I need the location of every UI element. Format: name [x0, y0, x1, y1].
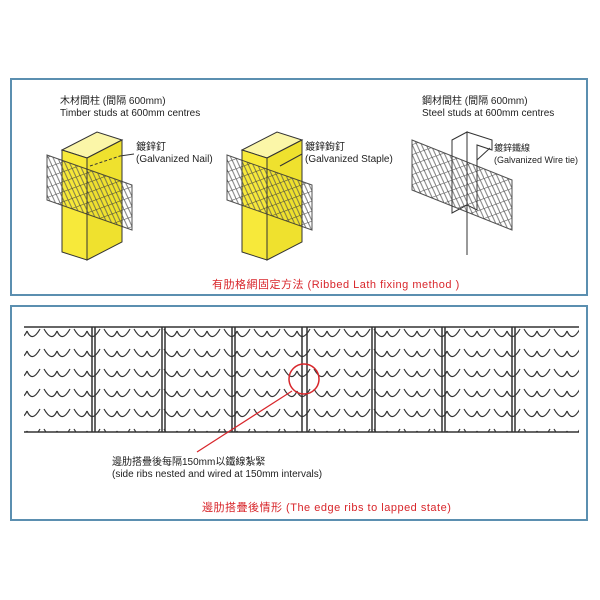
lapped-state-caption: 邊肋搭疊後情形 (The edge ribs to lapped state) — [202, 502, 452, 514]
nested-ribs-note-zh: 邊肋搭疊後每隔150mm以鐵線紮緊 — [112, 457, 266, 468]
steel-studs-label-zh: 鋼材間柱 (間隔 600mm) — [422, 96, 528, 107]
timber-nail-drawing — [46, 131, 135, 261]
lapped-ribs-illustration — [24, 326, 579, 453]
wire-label-en: (Galvanized Wire tie) — [494, 155, 579, 165]
staple-label-zh: 鍍鋅鉤釘 — [305, 142, 345, 153]
steel-studs-label-en: Steel studs at 600mm centres — [422, 108, 555, 119]
wire-label-zh: 鍍鋅鐵線 — [494, 143, 531, 153]
timber-staple-drawing — [226, 131, 313, 261]
fixing-method-panel: 木材間柱 (間隔 600mm) Timber studs at 600mm ce… — [10, 78, 588, 296]
staple-label-en: (Galvanized Staple) — [305, 154, 393, 165]
fixing-method-illustrations — [46, 131, 513, 261]
nail-label-en: (Galvanized Nail) — [136, 154, 213, 165]
timber-studs-label-zh: 木材間柱 (間隔 600mm) — [60, 96, 166, 107]
nail-label-zh: 鍍鋅釘 — [136, 142, 166, 153]
lapped-ribs-panel: 邊肋搭疊後每隔150mm以鐵線紮緊 (side ribs nested and … — [10, 305, 588, 521]
timber-studs-label-en: Timber studs at 600mm centres — [60, 108, 201, 119]
steel-wire-drawing — [411, 131, 513, 255]
fixing-method-caption: 有肋格網固定方法 (Ribbed Lath fixing method ) — [212, 279, 460, 291]
nested-ribs-note-en: (side ribs nested and wired at 150mm int… — [112, 469, 323, 480]
wire-tie-highlight — [288, 363, 320, 395]
